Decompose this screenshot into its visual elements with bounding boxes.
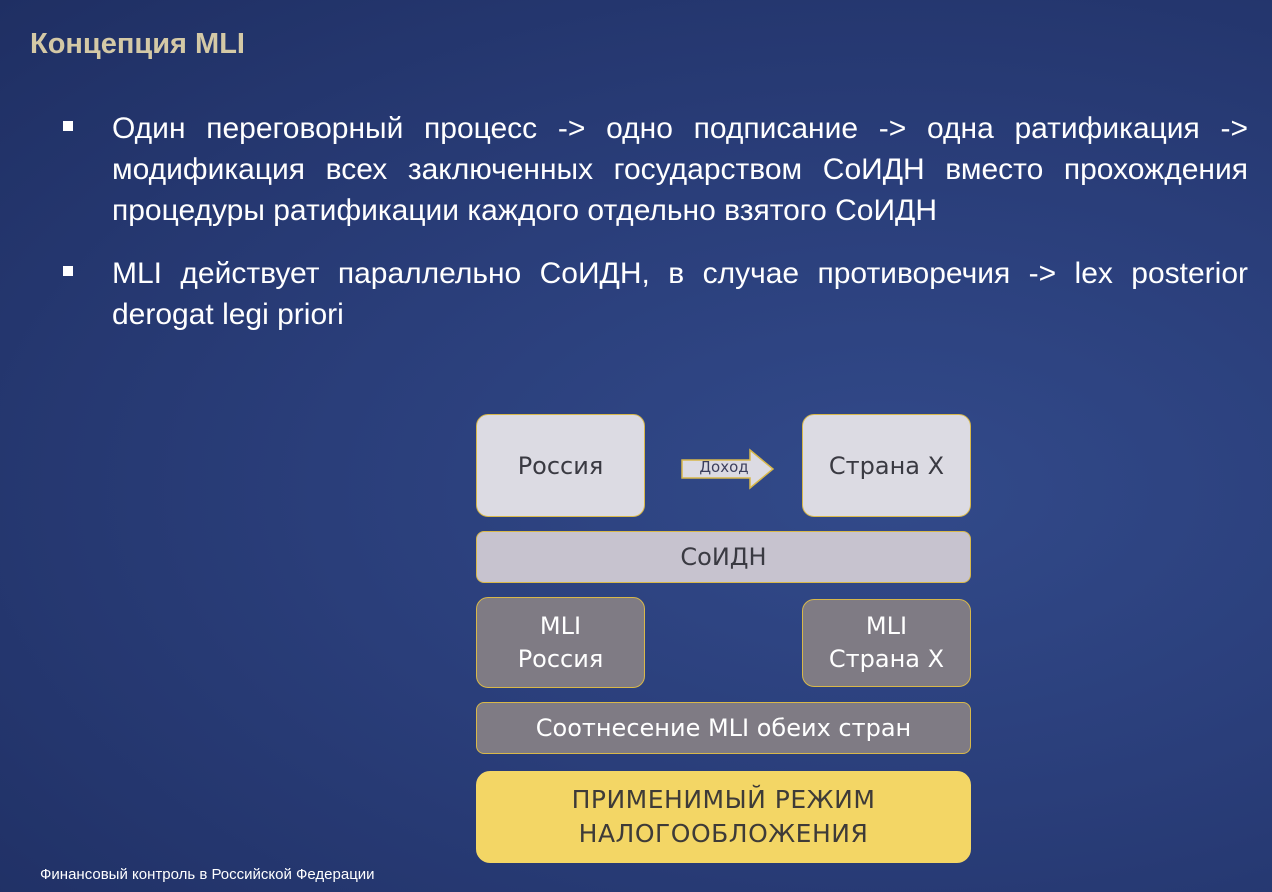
russia-label: Россия [517,451,604,480]
bullet-item: MLI действует параллельно СоИДН, в случа… [60,253,1248,335]
correlation-label: Соотнесение MLI обеих стран [535,713,912,742]
treaty-label: СоИДН [680,543,767,571]
bullet-list: Один переговорный процесс -> одно подпис… [60,108,1248,357]
country-x-label: Страна X [828,451,945,480]
slide-title: Концепция MLI [30,28,245,60]
treaty-box: СоИДН [476,531,971,583]
correlation-box: Соотнесение MLI обеих стран [476,702,971,754]
mli-russia-line-1: MLI [539,611,582,640]
mli-country-x-box: MLI Страна X [802,599,971,687]
mli-russia-box: MLI Россия [476,597,645,688]
footer-text: Финансовый контроль в Российской Федерац… [40,866,375,883]
income-arrow-label: Доход [699,458,749,476]
tax-regime-box: ПРИМЕНИМЫЙ РЕЖИМ НАЛОГООБЛОЖЕНИЯ [476,771,971,863]
country-x-box: Страна X [802,414,971,517]
income-arrow-icon [681,448,775,490]
bullet-text: Один переговорный процесс -> одно подпис… [112,112,1248,227]
bullet-text: MLI действует параллельно СоИДН, в случа… [112,257,1248,331]
russia-box: Россия [476,414,645,517]
tax-regime-line-2: НАЛОГООБЛОЖЕНИЯ [578,819,869,848]
mli-russia-line-2: Россия [517,644,604,673]
bullet-item: Один переговорный процесс -> одно подпис… [60,108,1248,231]
square-bullet-icon [63,266,73,276]
mli-country-x-line-1: MLI [865,612,908,640]
mli-country-x-line-2: Страна X [828,645,945,673]
tax-regime-line-1: ПРИМЕНИМЫЙ РЕЖИМ [571,785,876,814]
square-bullet-icon [63,121,73,131]
